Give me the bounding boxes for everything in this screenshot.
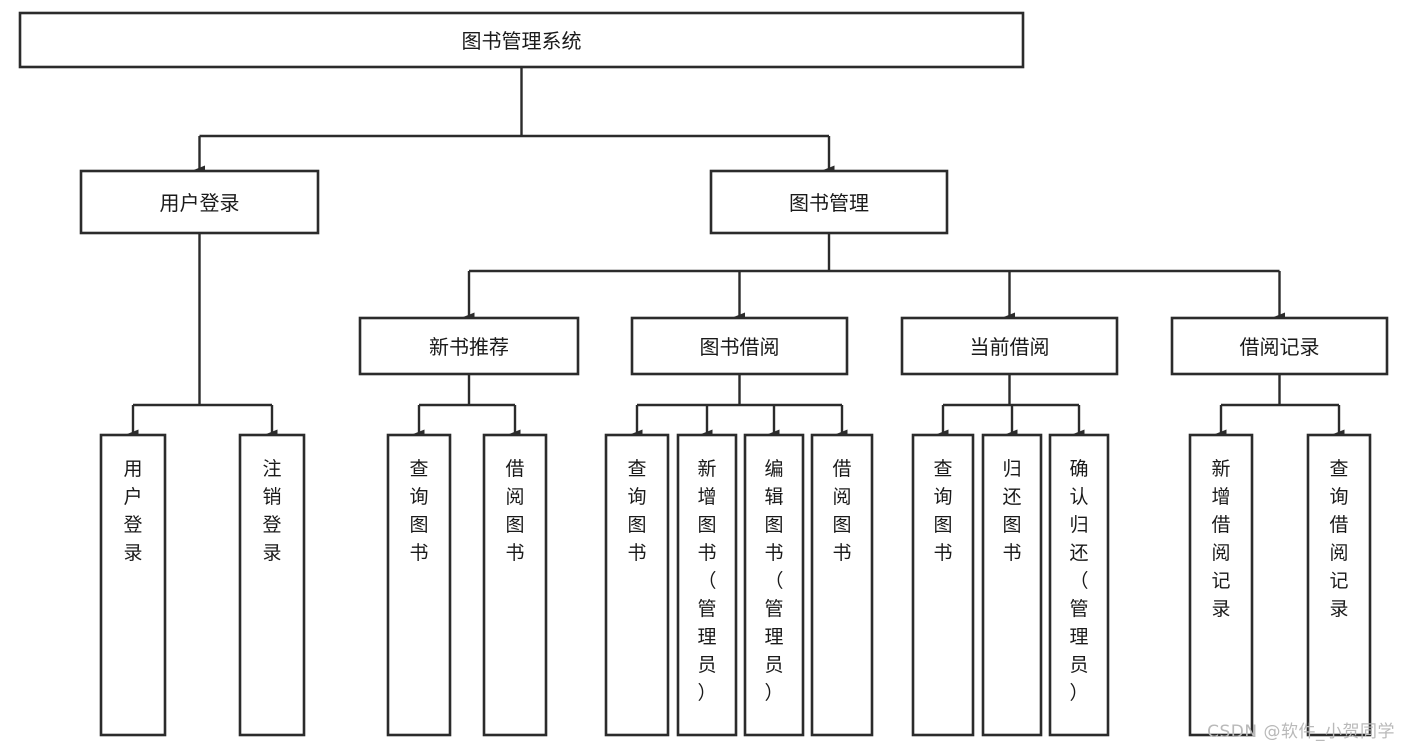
node-box-leaf-add-record[interactable] (1188, 433, 1254, 737)
node-box-leaf-query-book-2[interactable] (604, 433, 670, 737)
node-box-book-manage[interactable] (709, 169, 949, 235)
node-user-login[interactable]: 用户登录 (79, 169, 320, 235)
node-label-leaf-user-logout: 注销登录 (262, 458, 281, 564)
node-box-borrow-record[interactable] (1170, 316, 1389, 376)
node-leaf-query-book-2[interactable]: 查询图书 (604, 433, 670, 737)
node-box-leaf-borrow-book-1[interactable] (482, 433, 548, 737)
edge-group-user-login (127, 233, 278, 439)
node-leaf-borrow-book-2[interactable]: 借阅图书 (810, 433, 874, 737)
edge-group-current-borrow (937, 374, 1085, 439)
node-leaf-add-book[interactable]: 新增图书（管理员） (676, 433, 738, 737)
node-label-leaf-add-book: 新增图书（管理员） (697, 458, 716, 704)
node-label-leaf-add-record: 新增借阅记录 (1211, 458, 1230, 620)
node-new-book-recommend[interactable]: 新书推荐 (358, 316, 580, 376)
node-leaf-add-record[interactable]: 新增借阅记录 (1188, 433, 1254, 737)
node-label-leaf-user-login: 用户登录 (123, 458, 142, 564)
node-borrow-record[interactable]: 借阅记录 (1170, 316, 1389, 376)
node-leaf-confirm-return[interactable]: 确认归还（管理员） (1048, 433, 1110, 737)
node-leaf-query-record[interactable]: 查询借阅记录 (1306, 433, 1372, 737)
node-box-leaf-borrow-book-2[interactable] (810, 433, 874, 737)
node-label-user-login: 用户登录 (160, 191, 240, 215)
node-box-new-book-recommend[interactable] (358, 316, 580, 376)
node-book-manage[interactable]: 图书管理 (709, 169, 949, 235)
node-box-leaf-query-record[interactable] (1306, 433, 1372, 737)
edge-group-new-book-recommend (413, 374, 521, 439)
node-box-current-borrow[interactable] (900, 316, 1119, 376)
node-current-borrow[interactable]: 当前借阅 (900, 316, 1119, 376)
node-box-leaf-add-book[interactable] (676, 433, 738, 737)
edge-group-book-borrow (631, 374, 848, 439)
node-leaf-return-book[interactable]: 归还图书 (981, 433, 1043, 737)
node-box-leaf-confirm-return[interactable] (1048, 433, 1110, 737)
node-box-leaf-user-login[interactable] (99, 433, 167, 737)
node-box-book-borrow[interactable] (630, 316, 849, 376)
node-box-leaf-edit-book[interactable] (743, 433, 805, 737)
node-label-leaf-confirm-return: 确认归还（管理员） (1069, 458, 1088, 704)
node-leaf-query-book-3[interactable]: 查询图书 (911, 433, 975, 737)
node-label-leaf-edit-book: 编辑图书（管理员） (764, 458, 783, 704)
watermark-text: CSDN @软件_小贺同学 (1207, 722, 1395, 742)
node-box-user-login[interactable] (79, 169, 320, 235)
node-box-root[interactable] (18, 11, 1025, 69)
node-leaf-user-login[interactable]: 用户登录 (99, 433, 167, 737)
nodes-layer: 图书管理系统用户登录图书管理新书推荐图书借阅当前借阅借阅记录用户登录注销登录查询… (18, 11, 1389, 737)
edge-group-book-manage (463, 233, 1286, 322)
node-label-leaf-borrow-book-2: 借阅图书 (832, 458, 851, 564)
edge-group-root (193, 67, 835, 175)
node-leaf-query-book-1[interactable]: 查询图书 (386, 433, 452, 737)
node-label-book-manage: 图书管理 (789, 191, 869, 215)
node-leaf-user-logout[interactable]: 注销登录 (238, 433, 306, 737)
connectors-layer (127, 67, 1345, 439)
node-label-borrow-record: 借阅记录 (1240, 335, 1320, 359)
node-leaf-edit-book[interactable]: 编辑图书（管理员） (743, 433, 805, 737)
node-root[interactable]: 图书管理系统 (18, 11, 1025, 69)
node-label-leaf-query-book-1: 查询图书 (409, 458, 428, 564)
node-label-new-book-recommend: 新书推荐 (429, 335, 509, 359)
node-label-root: 图书管理系统 (462, 29, 582, 53)
node-label-current-borrow: 当前借阅 (970, 335, 1050, 359)
node-box-leaf-query-book-3[interactable] (911, 433, 975, 737)
node-box-leaf-query-book-1[interactable] (386, 433, 452, 737)
node-leaf-borrow-book-1[interactable]: 借阅图书 (482, 433, 548, 737)
node-label-leaf-query-book-3: 查询图书 (933, 458, 952, 564)
node-label-leaf-query-record: 查询借阅记录 (1329, 458, 1348, 620)
edge-group-borrow-record (1215, 374, 1345, 439)
node-box-leaf-user-logout[interactable] (238, 433, 306, 737)
node-label-leaf-return-book: 归还图书 (1002, 458, 1021, 564)
node-book-borrow[interactable]: 图书借阅 (630, 316, 849, 376)
node-label-leaf-borrow-book-1: 借阅图书 (505, 458, 524, 564)
node-box-leaf-return-book[interactable] (981, 433, 1043, 737)
node-label-book-borrow: 图书借阅 (700, 335, 780, 359)
node-label-leaf-query-book-2: 查询图书 (627, 458, 646, 564)
